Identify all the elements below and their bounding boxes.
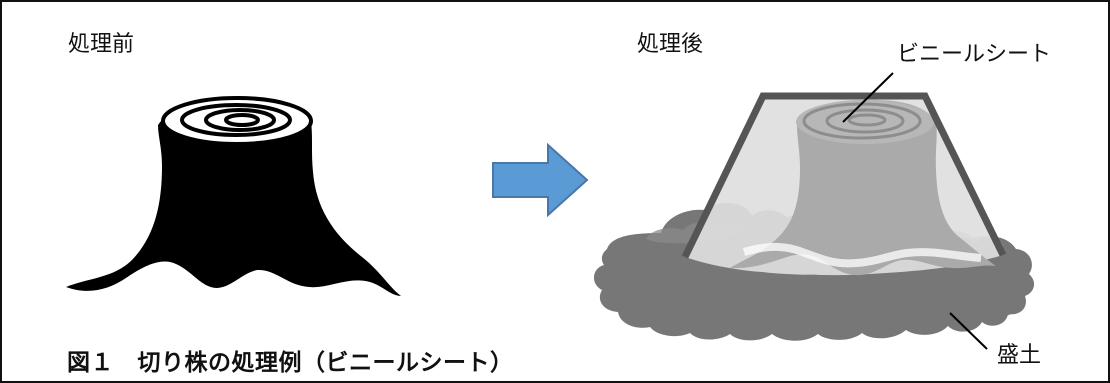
vinyl-label-leader-line [842, 72, 894, 123]
soil-mound-label: 盛土 [997, 343, 1042, 368]
vinyl-sheet-inner-highlight [742, 242, 982, 268]
blue-arrow [492, 142, 589, 218]
vinyl-sheet-outline [681, 92, 1007, 259]
stump-before-ring-3 [224, 113, 260, 127]
stump-before-body [66, 100, 401, 296]
soil-front-overlap [619, 267, 1017, 324]
processed-stump-illustration [593, 72, 1035, 350]
after-label: 処理後 [637, 32, 704, 57]
vinyl-sheet-label: ビニールシート [897, 42, 1052, 67]
transition-arrow [492, 142, 589, 218]
stump-before-illustration [66, 96, 401, 296]
soil-label-leader-line [949, 312, 988, 350]
stump-after-ring-2 [825, 108, 905, 134]
figure-caption: 図１ 切り株の処理例（ビニールシート） [67, 350, 514, 376]
stump-after-body [730, 99, 996, 276]
stump-after-ring-3 [847, 113, 887, 127]
before-label: 処理前 [68, 32, 135, 57]
stump-before-ring-1 [180, 103, 292, 137]
stump-before-ring-2 [204, 108, 276, 132]
